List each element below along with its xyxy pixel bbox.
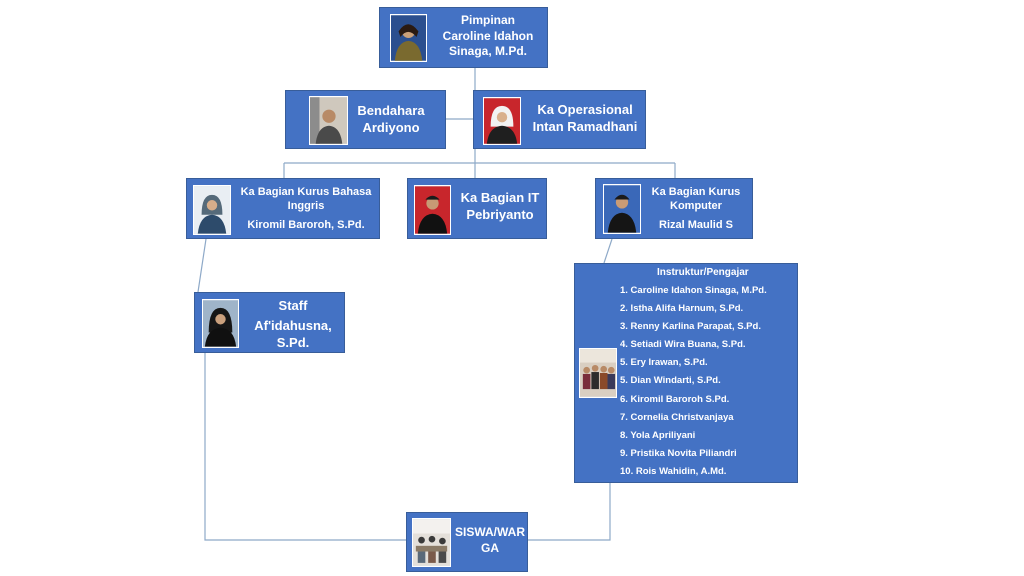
ka-it-photo xyxy=(414,185,451,235)
instruktur-member: 4. Setiadi Wira Buana, S.Pd. xyxy=(620,339,746,351)
connector-bahasa-staff xyxy=(197,238,207,293)
connector-staff-siswa xyxy=(204,353,406,541)
bendahara-name: Ardiyono xyxy=(362,119,420,135)
pimpinan-name-line-1: Caroline Idahon xyxy=(442,28,534,43)
node-ka-bahasa-inggris[interactable]: Ka Bagian Kurus Bahasa Inggris Kiromil B… xyxy=(186,178,380,239)
ka-komputer-role-line-2: Komputer xyxy=(670,200,722,213)
node-ka-komputer[interactable]: Ka Bagian Kurus Komputer Rizal Maulid S xyxy=(595,178,753,239)
node-staff[interactable]: Staff Af'idahusna, S.Pd. xyxy=(194,292,345,353)
ka-bahasa-inggris-photo xyxy=(193,185,231,235)
instruktur-title: Instruktur/Pengajar xyxy=(657,267,749,278)
staff-name-line-2: S.Pd. xyxy=(276,334,310,350)
node-pimpinan[interactable]: Pimpinan Caroline Idahon Sinaga, M.Pd. xyxy=(379,7,548,68)
instruktur-member: 5. Ery Irawan, S.Pd. xyxy=(620,357,708,369)
instruktur-member: 7. Cornelia Christvanjaya xyxy=(620,411,734,423)
instruktur-member: 5. Dian Windarti, S.Pd. xyxy=(620,375,721,387)
ka-bahasa-inggris-role-line-1: Ka Bagian Kurus Bahasa xyxy=(240,186,372,198)
node-siswa[interactable]: SISWA/WAR GA xyxy=(406,512,528,572)
instruktur-member: 10. Rois Wahidin, A.Md. xyxy=(620,465,727,477)
ka-operasional-name: Intan Ramadhani xyxy=(532,118,638,134)
instruktur-group-photo xyxy=(579,348,617,398)
pimpinan-name-line-2: Sinaga, M.Pd. xyxy=(448,44,527,59)
ka-bahasa-inggris-role-line-2: Inggris xyxy=(287,200,325,213)
bendahara-label: Bendahara Ardiyono xyxy=(352,103,430,137)
ka-bahasa-inggris-name: Kiromil Baroroh, S.Pd. xyxy=(247,218,365,231)
pimpinan-role: Pimpinan xyxy=(460,13,515,27)
staff-label: Staff Af'idahusna, S.Pd. xyxy=(245,298,341,352)
ka-operasional-label: Ka Operasional Intan Ramadhani xyxy=(526,102,644,136)
instruktur-member: 8. Yola Apriliyani xyxy=(620,429,696,441)
siswa-label-line-2: GA xyxy=(481,540,499,555)
connector-komputer-instruktur xyxy=(603,238,613,264)
instruktur-member: 3. Renny Karlina Parapat, S.Pd. xyxy=(620,321,761,333)
staff-name-line-1: Af'idahusna, xyxy=(254,317,332,333)
connector-instruktur-siswa xyxy=(528,483,611,541)
siswa-label-line-1: SISWA/WAR xyxy=(454,525,525,539)
pimpinan-photo xyxy=(390,14,427,62)
pimpinan-label: Pimpinan Caroline Idahon Sinaga, M.Pd. xyxy=(433,13,543,60)
node-ka-it[interactable]: Ka Bagian IT Pebriyanto xyxy=(407,178,547,239)
ka-komputer-photo xyxy=(603,184,641,234)
ka-komputer-label: Ka Bagian Kurus Komputer Rizal Maulid S xyxy=(644,185,748,232)
staff-role: Staff xyxy=(278,298,308,313)
staff-photo xyxy=(202,299,239,348)
node-instruktur[interactable]: Instruktur/Pengajar 1. Caroline Idahon S… xyxy=(574,263,798,483)
ka-it-label: Ka Bagian IT Pebriyanto xyxy=(456,190,544,224)
instruktur-member: 1. Caroline Idahon Sinaga, M.Pd. xyxy=(620,285,767,296)
siswa-photo xyxy=(412,518,451,567)
siswa-label: SISWA/WAR GA xyxy=(453,525,527,556)
ka-bahasa-inggris-label: Ka Bagian Kurus Bahasa Inggris Kiromil B… xyxy=(233,185,379,232)
ka-komputer-name: Rizal Maulid S xyxy=(659,218,733,231)
bendahara-photo xyxy=(309,96,348,145)
node-ka-operasional[interactable]: Ka Operasional Intan Ramadhani xyxy=(473,90,646,149)
instruktur-list: 1. Caroline Idahon Sinaga, M.Pd. 2. Isth… xyxy=(620,282,767,481)
node-bendahara[interactable]: Bendahara Ardiyono xyxy=(285,90,446,149)
instruktur-member: 9. Pristika Novita Piliandri xyxy=(620,447,737,459)
ka-it-role: Ka Bagian IT xyxy=(460,190,540,205)
bendahara-role: Bendahara xyxy=(357,103,425,118)
ka-komputer-role-line-1: Ka Bagian Kurus xyxy=(651,186,741,198)
ka-operasional-role: Ka Operasional xyxy=(537,102,633,117)
instruktur-member: 6. Kiromil Baroroh S.Pd. xyxy=(620,393,730,405)
ka-it-name: Pebriyanto xyxy=(466,206,534,222)
ka-operasional-photo xyxy=(483,97,521,145)
instruktur-member: 2. Istha Alifa Harnum, S.Pd. xyxy=(620,303,744,315)
